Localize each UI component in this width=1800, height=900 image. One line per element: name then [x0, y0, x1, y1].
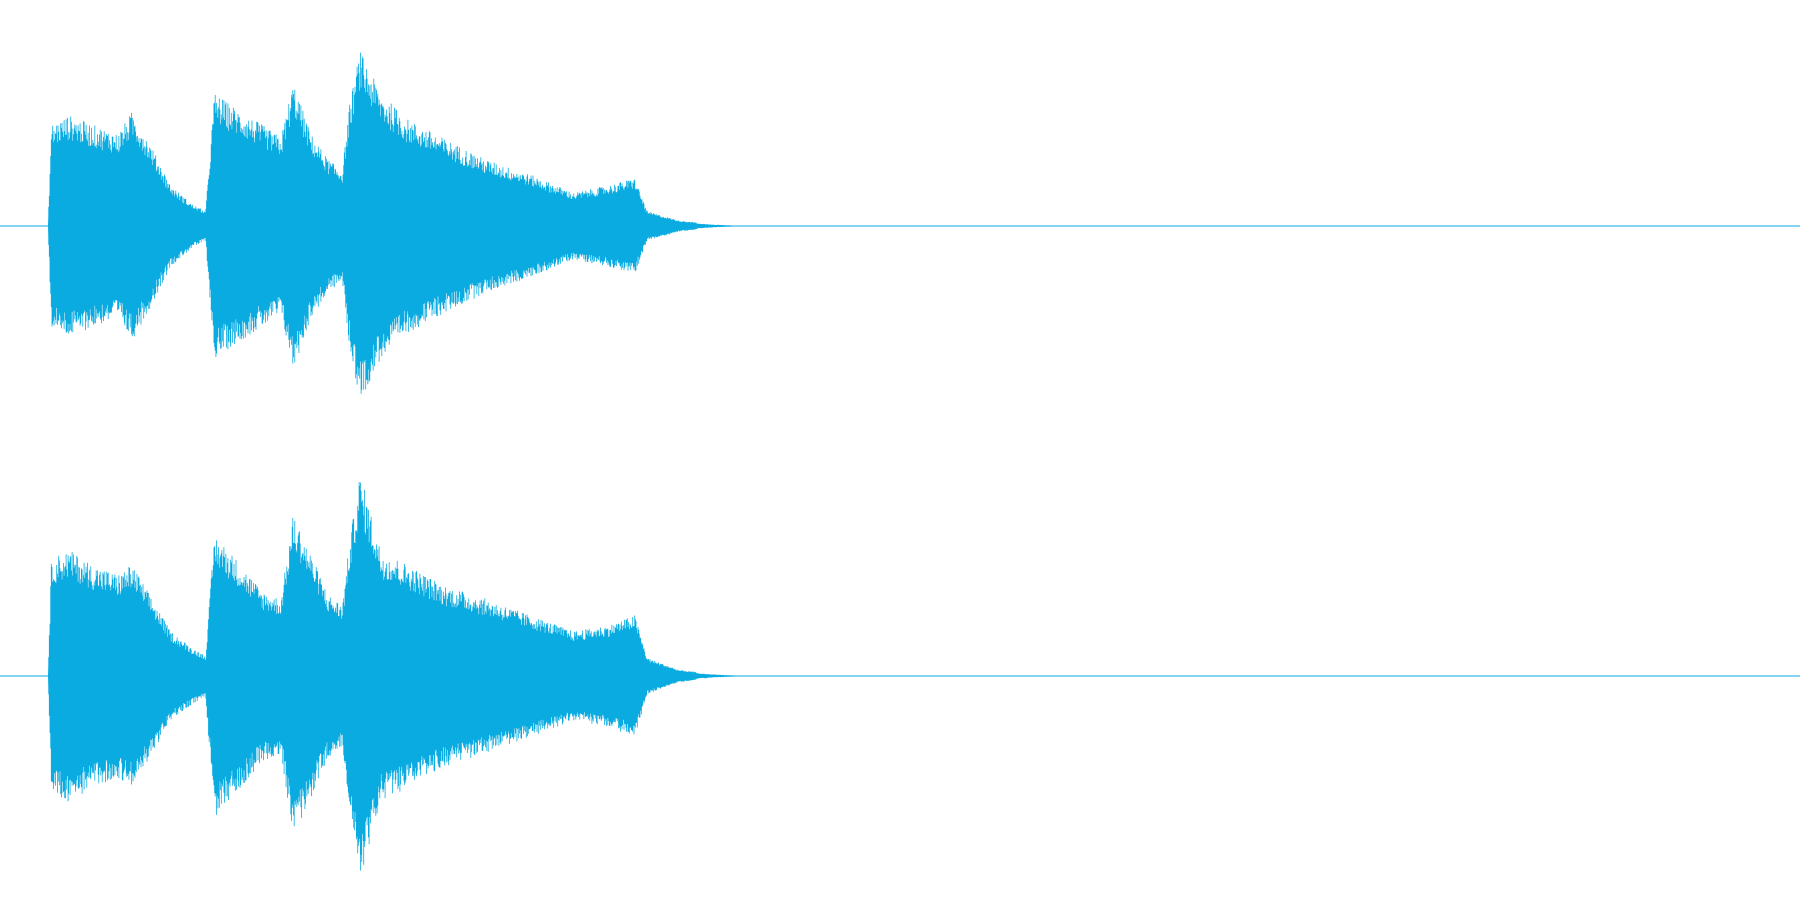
- channel-1-waveform: [0, 52, 1800, 394]
- channel-2-waveform: [0, 482, 1800, 871]
- channel-2-waveform-spikes: [48, 482, 697, 871]
- channel-1-waveform-spikes: [48, 52, 697, 394]
